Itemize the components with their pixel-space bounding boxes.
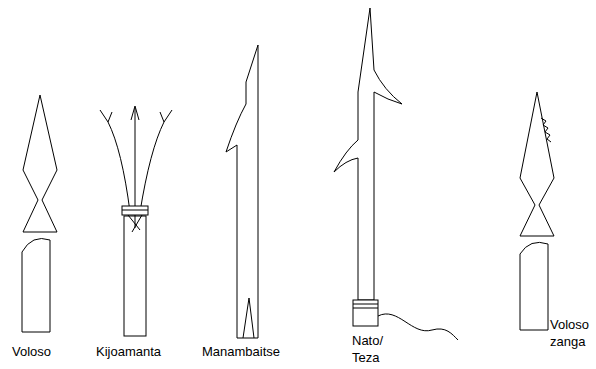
nato-teza-harpoon [334,8,458,340]
voloso-spearhead [22,95,57,332]
part-label: Kijoamanta [96,343,186,360]
part-label: Voloso [12,343,92,360]
voloso-zanga-spearhead [520,92,554,330]
part-label: Nato/ Teza [352,332,392,366]
part-label: Manambaitse [202,343,302,360]
manambaitse-spear [226,45,258,338]
kijoamanta-trident [100,106,172,336]
part-label: Voloso zanga [550,316,594,350]
